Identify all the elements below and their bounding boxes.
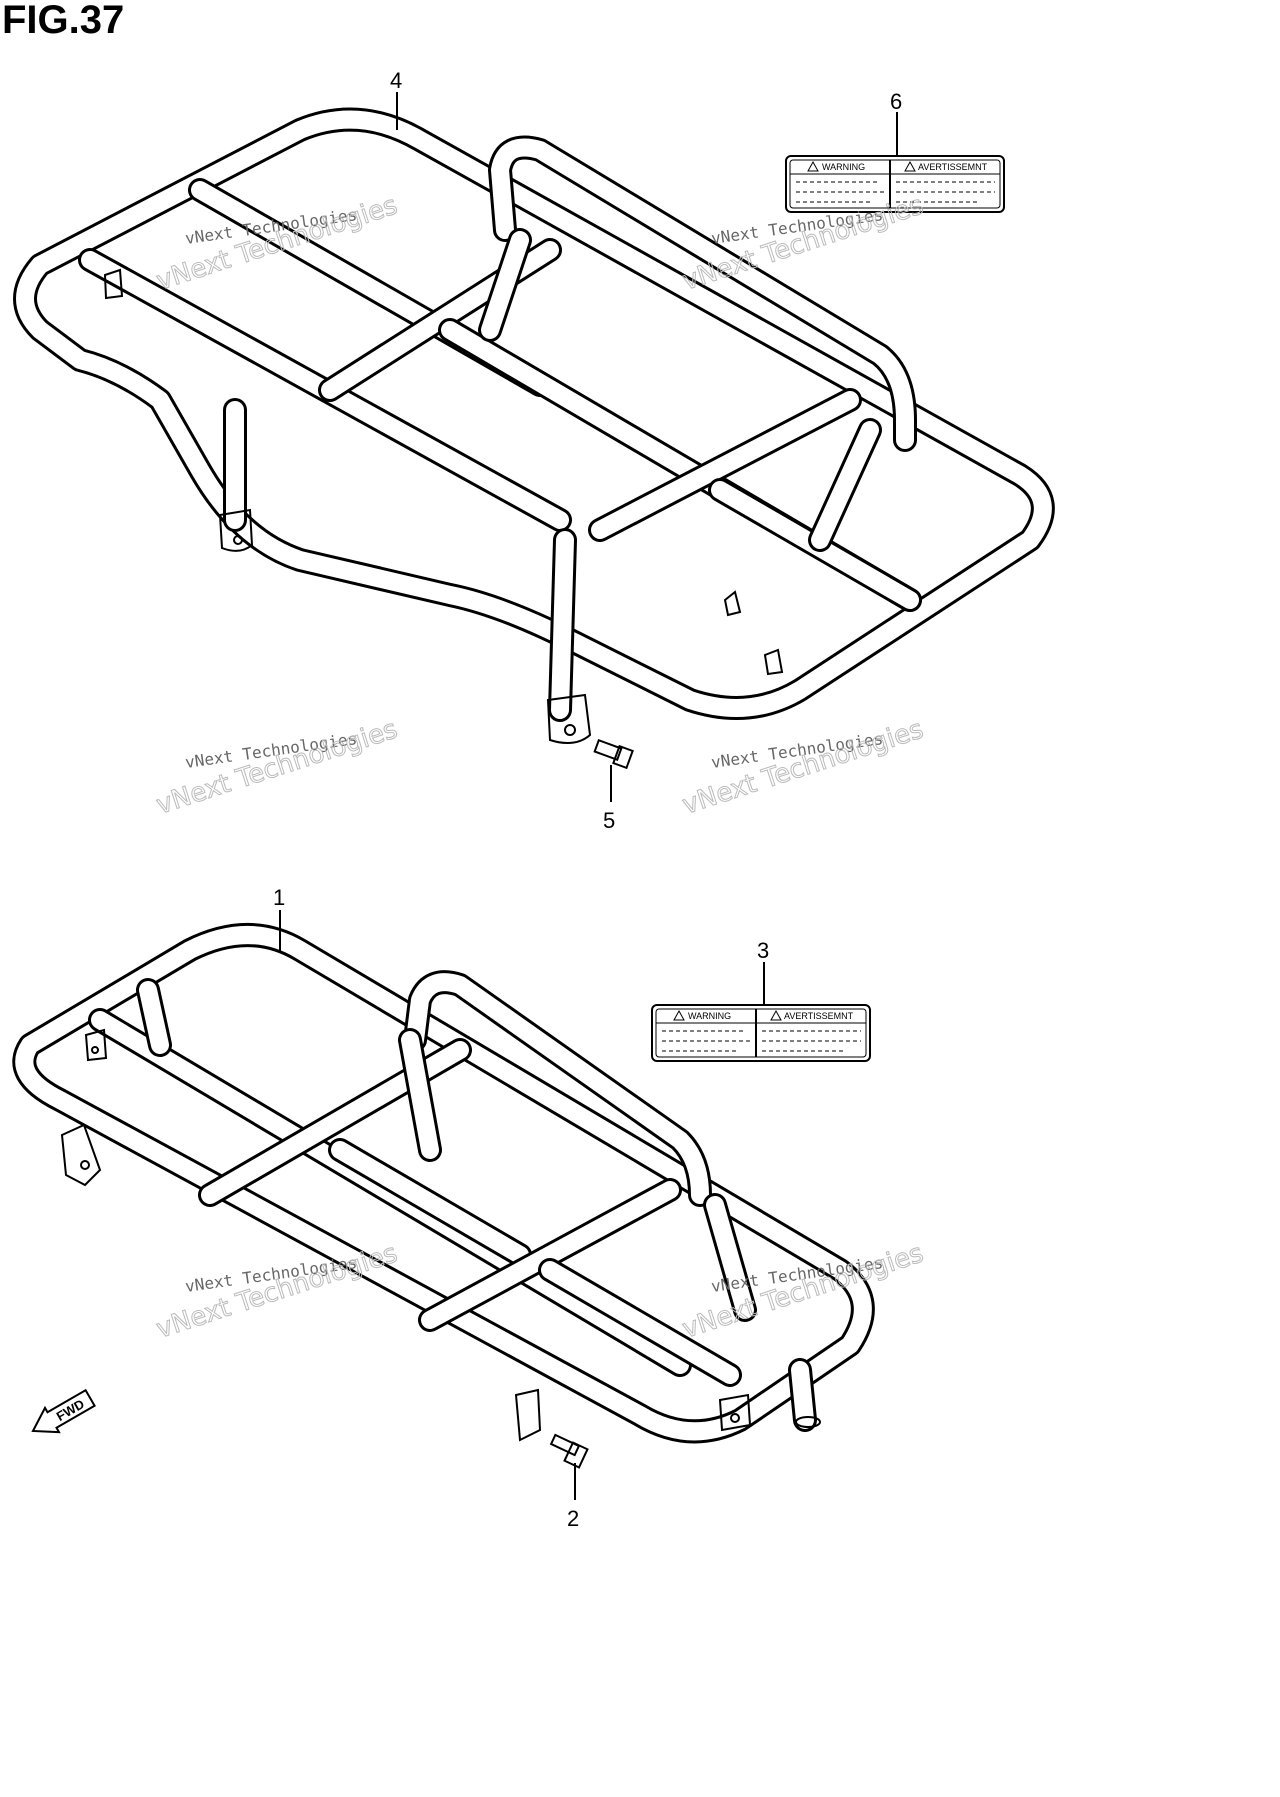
label-warning-text: WARNING [822, 162, 865, 172]
front-carrier-rack [12, 923, 875, 1444]
callout-5: 5 [603, 808, 615, 833]
warning-label-part-3: WARNING AVERTISSEMNT [651, 1004, 871, 1062]
callout-4: 4 [390, 68, 402, 93]
callout-6: 6 [890, 89, 902, 114]
label-avertissement-text: AVERTISSEMNT [918, 162, 988, 172]
warning-triangle-icon [904, 160, 916, 172]
callout-1: 1 [273, 885, 285, 910]
warning-triangle-icon [807, 160, 819, 172]
watermark-mid-left: vNext Technologies vNext Technologies [152, 714, 401, 821]
watermark-bottom-left: vNext Technologies vNext Technologies [152, 1238, 401, 1345]
warning-label-part-6: WARNING AVERTISSEMNT [785, 155, 1005, 213]
bolt-part-2 [549, 1433, 589, 1500]
callout-3: 3 [757, 938, 769, 963]
callout-2: 2 [567, 1506, 579, 1531]
rear-carrier-rack [13, 107, 1055, 745]
label-avertissement-text: AVERTISSEMNT [784, 1011, 854, 1021]
warning-triangle-icon [770, 1009, 782, 1021]
label-warning-text: WARNING [688, 1011, 731, 1021]
watermark-mid-right: vNext Technologies vNext Technologies [678, 714, 927, 821]
forward-direction-arrow-icon: FWD [31, 1388, 96, 1434]
warning-triangle-icon [673, 1009, 685, 1021]
watermark-top-right: vNext Technologies vNext Technologies [678, 190, 927, 297]
bolt-part-5 [593, 738, 634, 802]
figure-title: FIG.37 [2, 0, 125, 42]
